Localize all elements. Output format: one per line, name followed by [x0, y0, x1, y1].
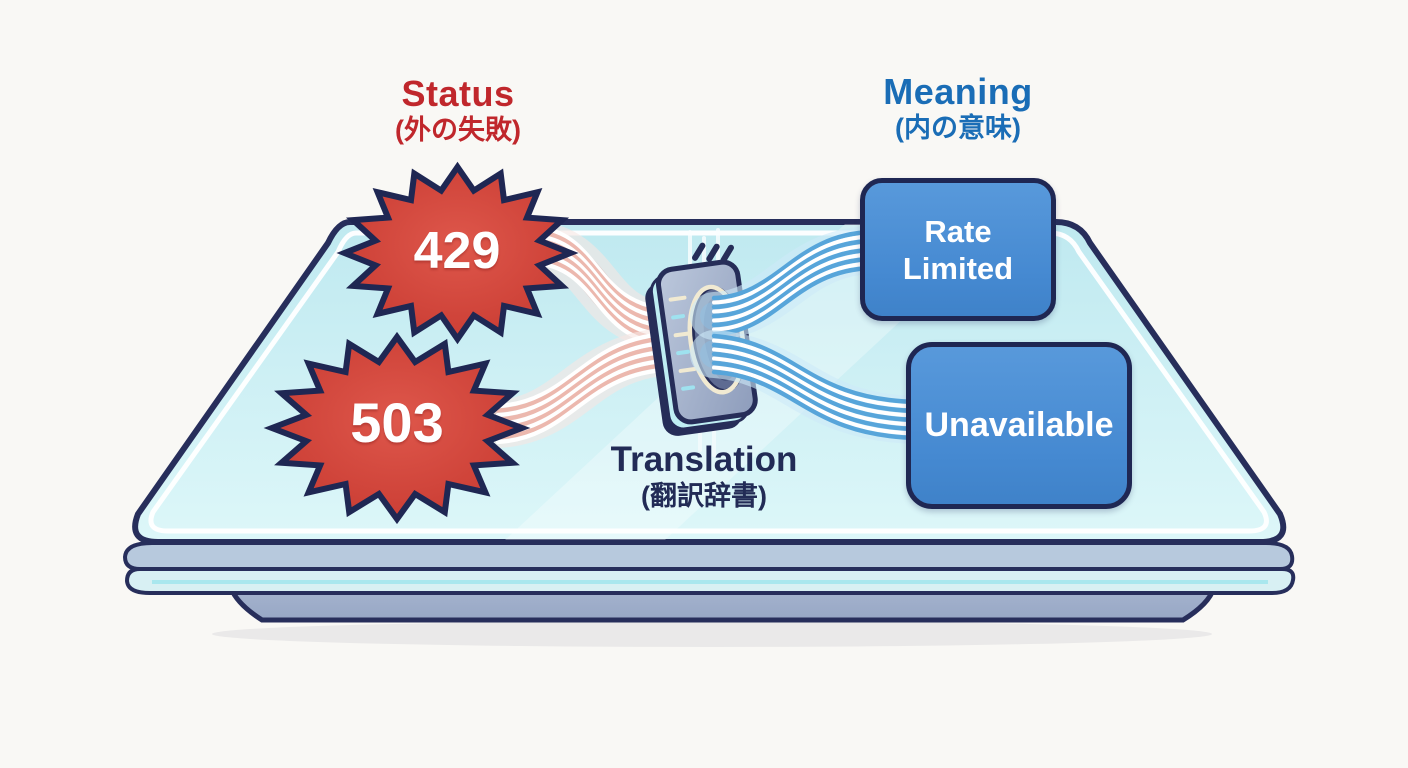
status-column-header: Status (外の失敗) [318, 74, 598, 146]
chip-pins [692, 242, 734, 263]
starburst-503 [263, 331, 531, 525]
meaning-column-header: Meaning (内の意味) [818, 72, 1098, 144]
tray-rim-upper [122, 541, 1295, 571]
status-subtitle: (外の失敗) [395, 115, 521, 145]
tray-surface-inner-stroke [148, 230, 1269, 534]
status-badge-429-label: 429 [413, 222, 501, 280]
tray-shadow [212, 621, 1212, 647]
meaning-box-rate-limited: Rate Limited [860, 178, 1056, 321]
meaning-box-unavailable-label: Unavailable [924, 406, 1114, 444]
status-badge-503-label: 503 [350, 391, 444, 454]
chip-dashes [668, 295, 697, 391]
translator-title: Translation [610, 440, 798, 479]
meaning-subtitle: (内の意味) [895, 113, 1021, 143]
translator-subtitle: (翻訳辞書) [641, 481, 767, 511]
meaning-box-rate-limited-label: Rate Limited [902, 213, 1014, 286]
starburst-429 [336, 161, 579, 345]
meaning-title: Meaning [883, 71, 1033, 112]
status-title: Status [401, 73, 515, 114]
translator-label: Translation (翻訳辞書) [554, 440, 854, 512]
meaning-box-unavailable: Unavailable [906, 342, 1132, 509]
